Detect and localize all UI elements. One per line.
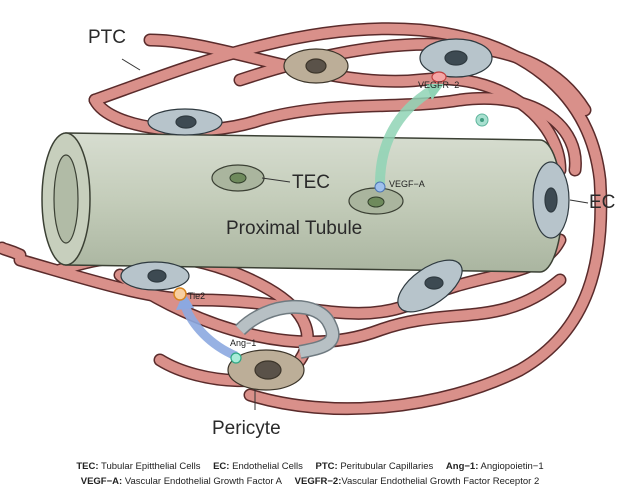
tec-leader-line xyxy=(261,177,291,183)
legend-text: Endothelial Cells xyxy=(232,461,303,472)
ang1-arrow-head xyxy=(176,292,194,310)
vegf-particle-core xyxy=(480,118,484,122)
legend-line-1: TEC: Tubular Epitthelial Cells EC: Endot… xyxy=(0,462,620,472)
legend-text: Vascular Endothelial Growth Factor A xyxy=(124,476,283,487)
pericyte-label: Pericyte xyxy=(212,418,281,439)
vegfr2-receptor xyxy=(431,71,447,83)
ang1-label: Ang−1 xyxy=(230,338,257,348)
legend-text: Peritubular Capillaries xyxy=(340,461,434,472)
vegfa-label: VEGF−A xyxy=(389,179,425,189)
vegf-signal-arrow xyxy=(375,85,435,185)
vegfr2-label: VEGFR−2 xyxy=(418,80,460,90)
legend-text: Vascular Endothelial Growth Factor Recep… xyxy=(341,476,540,487)
legend-abbr: VEGF−A: xyxy=(80,476,123,487)
legend-text: Angiopoietin−1 xyxy=(480,461,544,472)
ang1-signal-arrow xyxy=(180,304,238,361)
legend-text: Tubular Epitthelial Cells xyxy=(101,461,201,472)
legend-abbr: Ang−1: xyxy=(445,461,479,472)
tec-label: TEC xyxy=(292,172,330,193)
legend-abbr: EC: xyxy=(213,461,230,472)
tie2-label: Tie2 xyxy=(188,291,206,301)
ptc-leader-line xyxy=(121,58,141,71)
legend-line-2: VEGF−A: Vascular Endothelial Growth Fact… xyxy=(0,477,620,487)
ptc-label: PTC xyxy=(88,27,126,48)
vegf-arrow-head xyxy=(426,84,444,100)
legend-abbr: VEGFR−2: xyxy=(294,476,342,487)
endothelial-cells xyxy=(120,38,570,313)
tie2-receptor xyxy=(173,287,187,301)
vegfa-ligand xyxy=(374,181,386,193)
ec-label: EC xyxy=(589,192,616,213)
ec-leader-line xyxy=(569,199,589,204)
pericyte-cells xyxy=(227,48,349,391)
tec-cell-vegf xyxy=(348,187,404,215)
tec-cell xyxy=(211,164,265,192)
legend-abbr: TEC: xyxy=(76,461,99,472)
legend-abbr: PTC: xyxy=(315,461,338,472)
proximal-tubule-label: Proximal Tubule xyxy=(226,218,363,239)
ang1-ligand xyxy=(230,352,242,364)
proximal-tubule xyxy=(41,132,563,273)
